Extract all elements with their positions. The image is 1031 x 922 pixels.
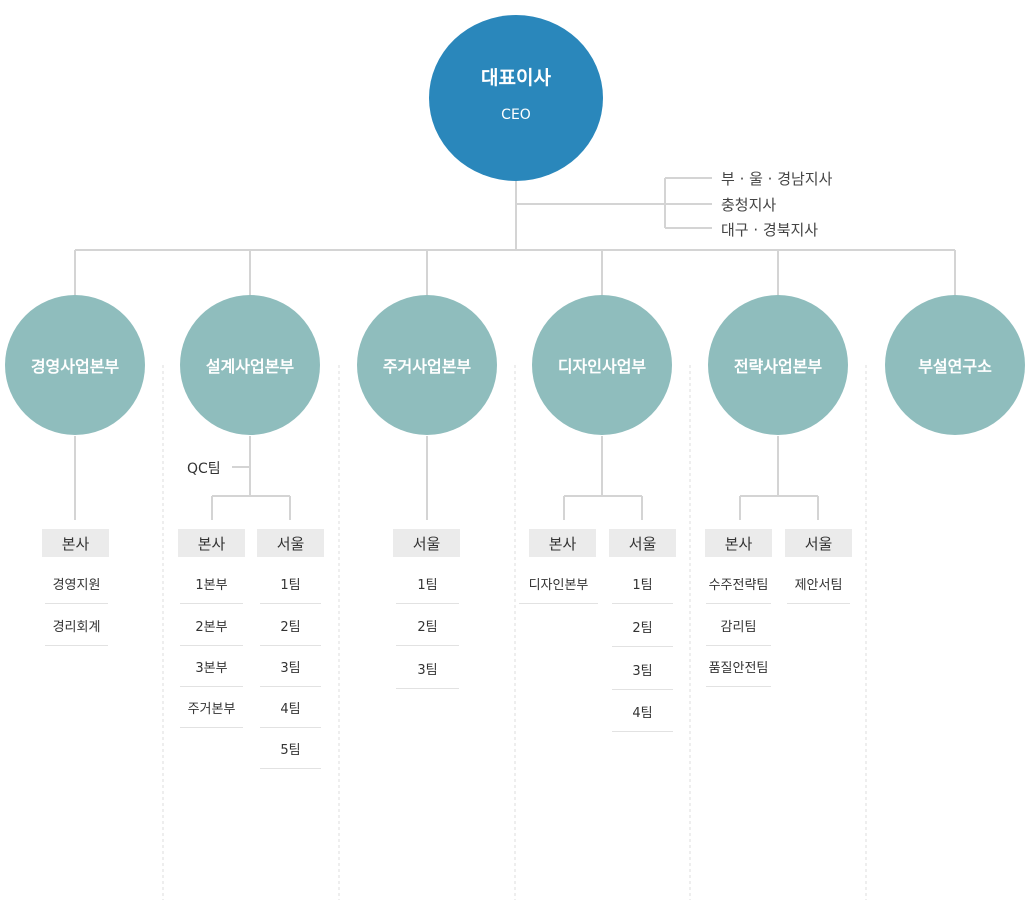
group-header-strategy-seoul: 서울 [785,529,852,557]
ceo-title: 대표이사 [481,67,551,89]
list-item: 2팀 [396,605,459,646]
list-item: 2본부 [180,605,243,646]
list-item: 주거본부 [180,687,243,728]
group-header-strategy-hq: 본사 [705,529,772,557]
list-item: 3팀 [396,648,459,689]
group-header-design-seoul: 서울 [609,529,676,557]
list-item: 경리회계 [45,605,108,646]
list-item: 경영지원 [45,563,108,604]
qc-team-label: QC팀 [187,461,221,477]
branch-busan-ulsan-gyeongnam: 부 · 울 · 경남지사 [721,170,833,188]
division-management: 경영사업본부 [5,295,145,435]
list-item: 품질안전팀 [706,646,771,687]
list-item: 3팀 [260,646,321,687]
group-header-engineering-hq: 본사 [178,529,245,557]
branch-daegu-gyeongbuk: 대구 · 경북지사 [721,221,819,239]
list-item: 2팀 [260,605,321,646]
list-item: 1팀 [612,563,673,604]
list-item: 5팀 [260,728,321,769]
division-housing: 주거사업본부 [357,295,497,435]
ceo-node: 대표이사 CEO [429,15,603,181]
division-research-lab: 부설연구소 [885,295,1025,435]
list-item: 2팀 [612,606,673,647]
group-header-design-hq: 본사 [529,529,596,557]
group-header-engineering-seoul: 서울 [257,529,324,557]
list-item: 1팀 [396,563,459,604]
list-item: 수주전략팀 [706,563,771,604]
branch-chungcheong: 충청지사 [721,196,777,214]
list-item: 3팀 [612,649,673,690]
group-header-management-hq: 본사 [42,529,109,557]
division-strategy: 전략사업본부 [708,295,848,435]
division-design-engineering: 설계사업본부 [180,295,320,435]
list-item: 4팀 [612,691,673,732]
list-item: 디자인본부 [519,563,598,604]
list-item: 4팀 [260,687,321,728]
list-item: 감리팀 [706,605,771,646]
division-design: 디자인사업부 [532,295,672,435]
list-item: 1팀 [260,563,321,604]
ceo-subtitle: CEO [501,107,531,123]
list-item: 3본부 [180,646,243,687]
list-item: 제안서팀 [787,563,850,604]
group-header-housing-seoul: 서울 [393,529,460,557]
list-item: 1본부 [180,563,243,604]
